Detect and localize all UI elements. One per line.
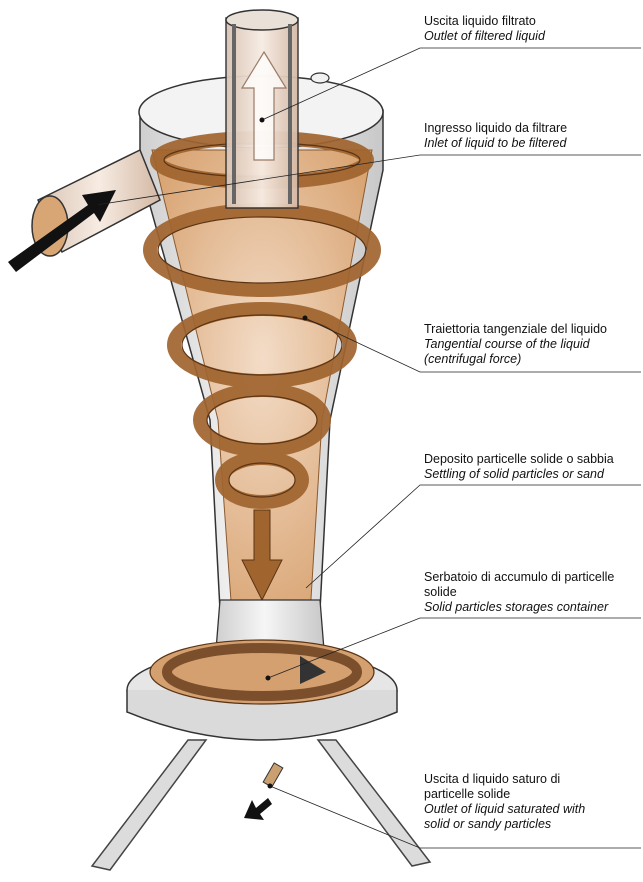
label-tangential-en-2: (centrifugal force) (424, 352, 607, 367)
vent-knob (311, 73, 329, 83)
label-container: Serbatoio di accumulo di particelle soli… (424, 570, 614, 615)
label-outlet-filtered: Uscita liquido filtrato Outlet of filter… (424, 14, 545, 44)
label-settling: Deposito particelle solide o sabbia Sett… (424, 452, 614, 482)
label-tangential: Traiettoria tangenziale del liquido Tang… (424, 322, 607, 367)
label-container-it-2: solide (424, 585, 614, 600)
label-settling-it: Deposito particelle solide o sabbia (424, 452, 614, 467)
label-tangential-it: Traiettoria tangenziale del liquido (424, 322, 607, 337)
label-container-it: Serbatoio di accumulo di particelle (424, 570, 614, 585)
saturated-outlet-valve (263, 763, 283, 787)
label-container-en: Solid particles storages container (424, 600, 614, 615)
label-outlet-saturated: Uscita d liquido saturo di particelle so… (424, 772, 585, 832)
label-inlet: Ingresso liquido da filtrare Inlet of li… (424, 121, 567, 151)
storage-container (127, 640, 397, 740)
label-outlet-saturated-it-2: particelle solide (424, 787, 585, 802)
saturated-outlet-arrow (244, 798, 272, 820)
label-inlet-en: Inlet of liquid to be filtered (424, 136, 567, 151)
label-outlet-saturated-en-2: solid or sandy particles (424, 817, 585, 832)
label-outlet-filtered-en: Outlet of filtered liquid (424, 29, 545, 44)
label-outlet-saturated-en: Outlet of liquid saturated with (424, 802, 585, 817)
label-settling-en: Settling of solid particles or sand (424, 467, 614, 482)
label-inlet-it: Ingresso liquido da filtrare (424, 121, 567, 136)
label-outlet-filtered-it: Uscita liquido filtrato (424, 14, 545, 29)
label-outlet-saturated-it: Uscita d liquido saturo di (424, 772, 585, 787)
label-tangential-en: Tangential course of the liquid (424, 337, 607, 352)
